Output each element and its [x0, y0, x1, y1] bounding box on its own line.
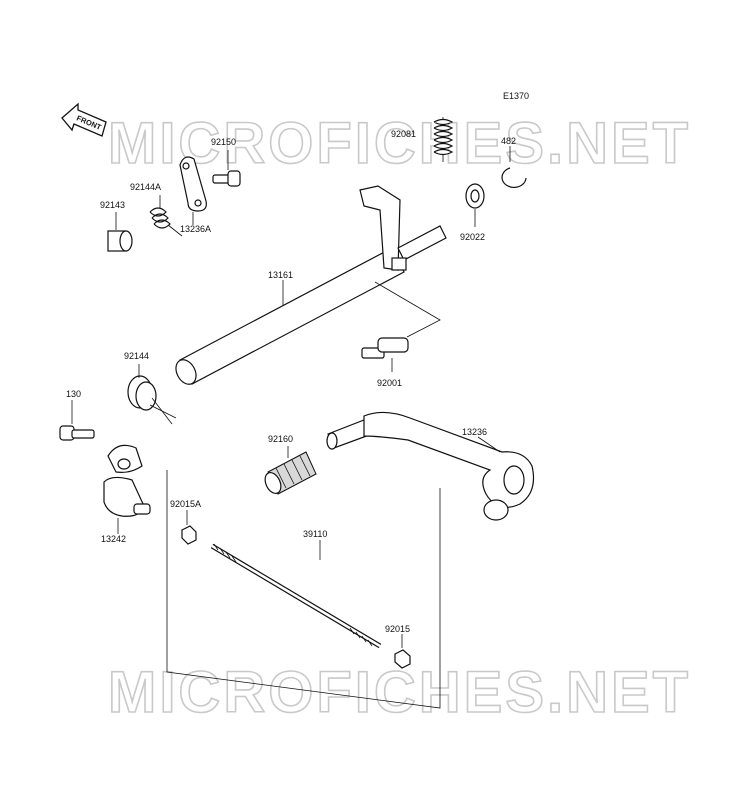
bolt-92001-icon [361, 337, 409, 359]
label-92015: 92015 [385, 624, 410, 634]
spring-92144A-icon [149, 195, 183, 237]
circlip-482-icon [501, 167, 527, 188]
label-92022: 92022 [460, 232, 485, 242]
diagram-code: E1370 [503, 91, 529, 101]
nut-92015-icon [394, 649, 411, 669]
label-92001: 92001 [377, 378, 402, 388]
label-13236: 13236 [462, 427, 487, 437]
watermark-bottom: MICROFICHES.NET [108, 660, 691, 725]
washer-92022-icon [465, 183, 485, 209]
label-13236A: 13236A [180, 224, 211, 234]
label-482: 482 [501, 136, 516, 146]
label-13161: 13161 [268, 270, 293, 280]
collar-92143-icon [107, 230, 133, 252]
spring-92081-icon [433, 117, 454, 162]
label-130: 130 [66, 389, 81, 399]
nut-92015A-icon [181, 525, 197, 545]
lever-clamp-13242-icon [103, 444, 151, 517]
label-92015A: 92015A [170, 499, 201, 509]
lever-13236A-icon [179, 156, 207, 212]
label-92160: 92160 [268, 434, 293, 444]
rubber-92160-icon [264, 451, 317, 495]
shift-pedal-13236-icon [326, 411, 535, 521]
label-13242: 13242 [101, 534, 126, 544]
bolt-92150-icon [212, 170, 241, 187]
label-92144: 92144 [124, 351, 149, 361]
label-92144A: 92144A [130, 182, 161, 192]
label-92150: 92150 [211, 137, 236, 147]
shift-shaft-13161-icon [175, 185, 447, 385]
bolt-130-icon [59, 425, 95, 441]
watermark-top: MICROFICHES.NET [108, 111, 691, 176]
spring-92144-icon [127, 375, 177, 425]
label-92143: 92143 [100, 200, 125, 210]
front-arrow-icon: FRONT [61, 102, 107, 137]
tie-rod-39110-icon [210, 543, 382, 649]
label-92081: 92081 [391, 129, 416, 139]
label-39110: 39110 [303, 529, 327, 539]
